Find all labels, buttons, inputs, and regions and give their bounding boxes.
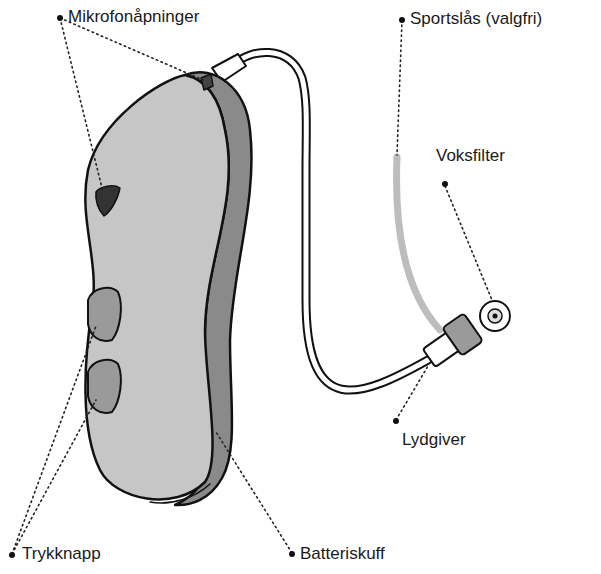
leader-line	[216, 432, 292, 553]
microphone-opening	[96, 186, 120, 216]
housing-front	[85, 75, 228, 499]
leader-line	[12, 326, 96, 554]
receiver-body	[442, 313, 483, 356]
leader-dot	[393, 418, 399, 424]
part-label: Trykknapp	[22, 544, 101, 564]
leader-line	[60, 18, 103, 192]
leader-line	[397, 20, 402, 155]
wax-filter	[480, 301, 510, 331]
battery-drawer	[150, 484, 210, 503]
leader-dot	[399, 17, 405, 23]
leader-line	[445, 186, 492, 300]
part-label: Mikrofonåpninger	[68, 7, 199, 27]
microphone-opening	[201, 74, 213, 90]
wax-filter-core	[488, 309, 502, 323]
sport-lock	[397, 157, 440, 330]
wax-filter-hole	[493, 314, 498, 319]
part-label: Batteriskuff	[300, 544, 385, 564]
part-label: Lydgiver	[402, 430, 466, 450]
part-label: Sportslås (valgfri)	[410, 9, 542, 29]
leader-line	[396, 366, 428, 420]
leader-line	[60, 18, 203, 80]
part-label: Voksfilter	[436, 146, 505, 166]
leader-dot	[57, 15, 63, 21]
leader-dot	[442, 181, 448, 187]
leader-dot	[289, 551, 295, 557]
leader-line	[12, 400, 96, 554]
receiver	[419, 313, 483, 372]
leader-dot	[9, 552, 15, 558]
